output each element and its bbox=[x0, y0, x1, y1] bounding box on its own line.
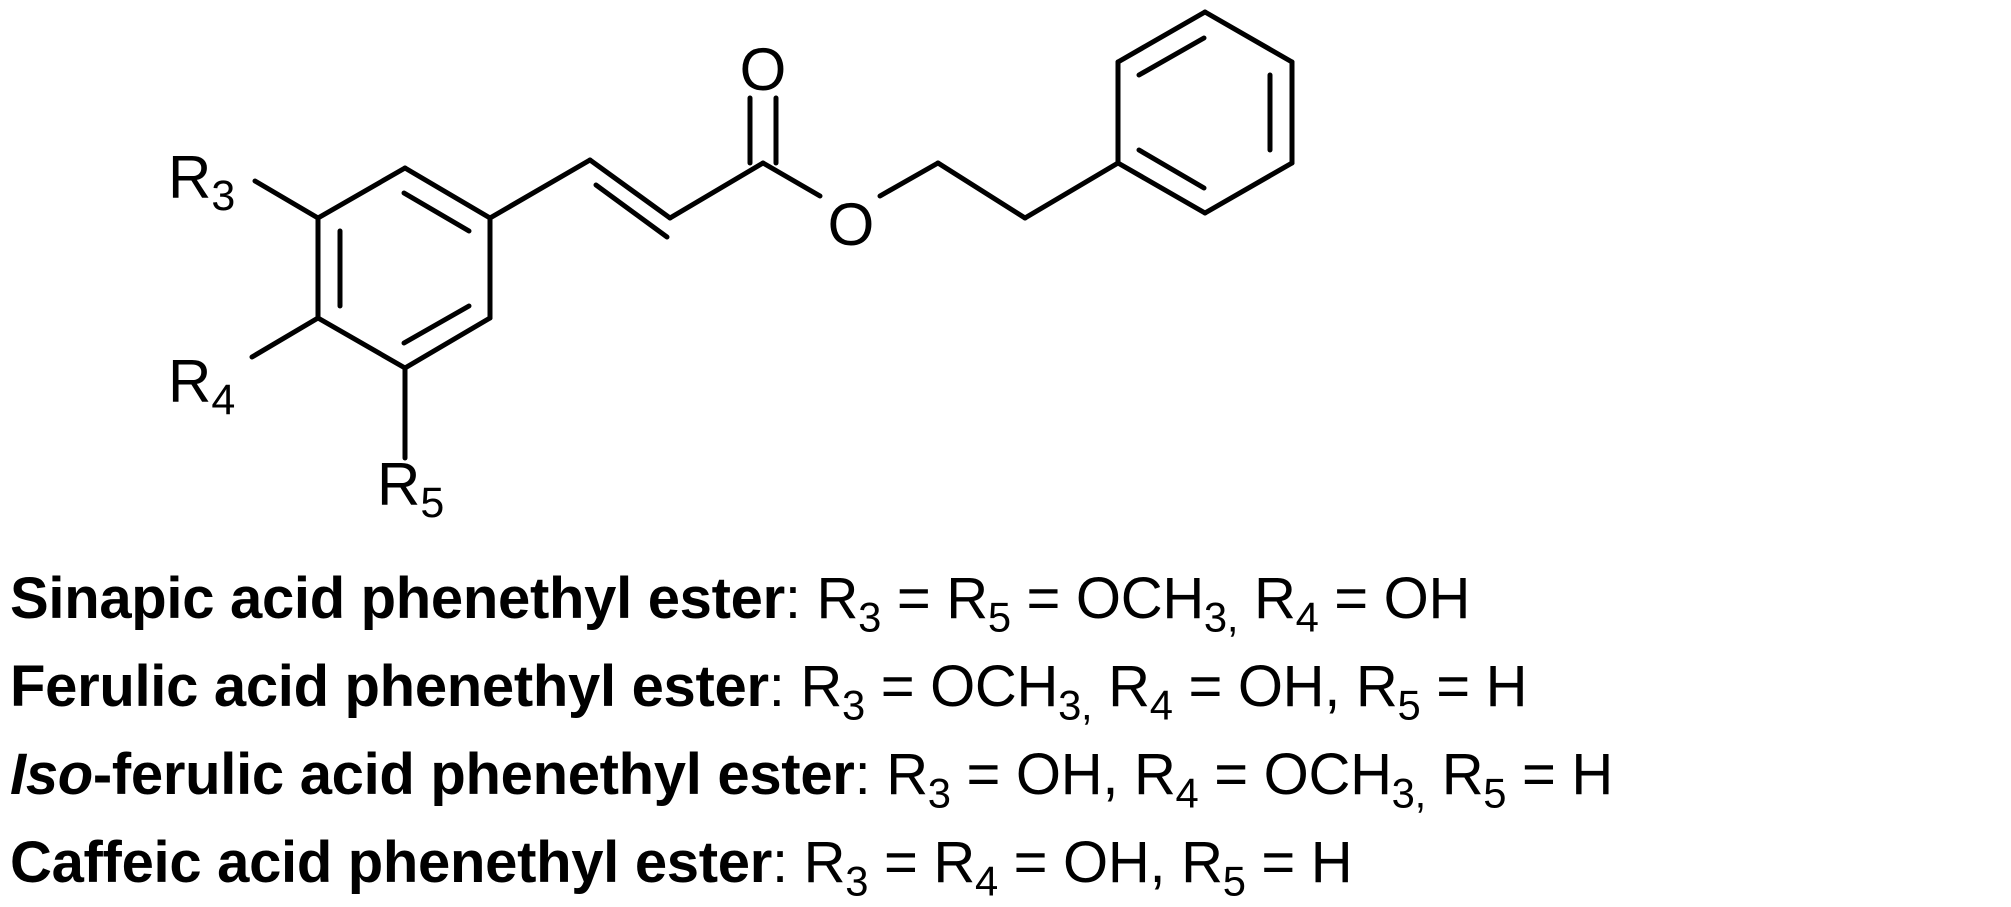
bonds bbox=[249, 9, 1295, 461]
bond-inner bbox=[1136, 147, 1207, 191]
substituent-text: R bbox=[1238, 566, 1296, 631]
bond bbox=[402, 165, 493, 221]
r5-subscript: 5 bbox=[420, 479, 444, 527]
subscript: 4 bbox=[974, 857, 998, 905]
colon: : bbox=[768, 654, 785, 719]
substituent-text: = OCH bbox=[1010, 566, 1205, 631]
subscript: 4 bbox=[1175, 769, 1199, 817]
subscript: 3, bbox=[1391, 769, 1427, 817]
compound-name: Caffeic acid phenethyl ester bbox=[10, 830, 772, 895]
label-r5: R5 bbox=[377, 451, 444, 527]
atom-o-ester: O bbox=[828, 191, 875, 258]
legend-line-iso-ferulic: Iso-ferulic acid phenethyl ester: R3 = O… bbox=[10, 731, 2005, 819]
subscript: 3 bbox=[841, 681, 865, 729]
r4-base: R bbox=[168, 348, 211, 415]
compound-name: Iso-ferulic acid phenethyl ester bbox=[10, 742, 855, 807]
substituent-text: R bbox=[1092, 654, 1150, 719]
subscript: 5 bbox=[987, 593, 1011, 641]
bond bbox=[315, 165, 408, 221]
r5-base: R bbox=[377, 451, 420, 518]
subscript: 5 bbox=[1222, 857, 1246, 905]
substituent-text: R bbox=[870, 742, 928, 807]
bond bbox=[1202, 9, 1295, 65]
subscript: 3, bbox=[1203, 593, 1239, 641]
colon: : bbox=[771, 830, 788, 895]
bond-inner bbox=[401, 303, 472, 346]
bond bbox=[402, 315, 493, 371]
substituent-text: = OCH bbox=[864, 654, 1059, 719]
substituent-text: = H bbox=[1420, 654, 1528, 719]
substituent-text: R bbox=[787, 830, 846, 895]
subscript: 5 bbox=[1397, 681, 1421, 729]
bond bbox=[1115, 160, 1208, 216]
subscript: 3 bbox=[927, 769, 951, 817]
bond bbox=[487, 157, 593, 221]
bond bbox=[315, 315, 408, 371]
subscript: 4 bbox=[1149, 681, 1173, 729]
legend-line-sinapic: Sinapic acid phenethyl ester: R3 = R5 = … bbox=[10, 555, 2005, 643]
substituent-text: = H bbox=[1245, 830, 1353, 895]
substituent-text: R bbox=[1425, 742, 1484, 807]
compound-name: Sinapic acid phenethyl ester bbox=[10, 566, 785, 631]
substituent-text: = OH, R bbox=[1172, 654, 1398, 719]
subscript: 3 bbox=[845, 857, 869, 905]
label-r3: R3 bbox=[168, 144, 235, 220]
substituent-text: = OH bbox=[1318, 566, 1471, 631]
compound-name-rest: -ferulic acid phenethyl ester bbox=[92, 742, 855, 807]
bond bbox=[1115, 9, 1208, 65]
bond bbox=[1022, 160, 1121, 221]
subscript: 3, bbox=[1058, 681, 1093, 729]
colon: : bbox=[854, 742, 871, 807]
r4-subscript: 4 bbox=[211, 376, 235, 424]
substituent-text: = R bbox=[868, 830, 975, 895]
bond bbox=[667, 160, 766, 221]
bond bbox=[877, 160, 941, 199]
bond-inner bbox=[1136, 35, 1207, 78]
atom-o-carbonyl: O bbox=[740, 36, 787, 103]
bond bbox=[587, 157, 673, 221]
bond bbox=[760, 160, 823, 199]
legend-line-caffeic: Caffeic acid phenethyl ester: R3 = R4 = … bbox=[10, 819, 2005, 907]
substituent-text: R bbox=[800, 566, 859, 631]
colon: : bbox=[784, 566, 801, 631]
bond-r4 bbox=[249, 315, 321, 360]
label-r4: R4 bbox=[168, 348, 235, 424]
substituent-text: = R bbox=[881, 566, 988, 631]
r3-subscript: 3 bbox=[211, 172, 235, 220]
bond-double bbox=[593, 182, 670, 240]
substituent-text: R bbox=[784, 654, 842, 719]
subscript: 3 bbox=[858, 593, 882, 641]
substituent-text: = OCH bbox=[1198, 742, 1392, 807]
compound-legend: Sinapic acid phenethyl ester: R3 = R5 = … bbox=[10, 555, 2005, 907]
subscript: 5 bbox=[1483, 769, 1507, 817]
bond-r3 bbox=[252, 178, 321, 221]
bond-inner bbox=[401, 190, 472, 234]
compound-name-italic: Iso bbox=[10, 742, 93, 807]
r3-base: R bbox=[168, 144, 211, 211]
legend-line-ferulic: Ferulic acid phenethyl ester: R3 = OCH3,… bbox=[10, 643, 2005, 731]
compound-name: Ferulic acid phenethyl ester bbox=[10, 654, 769, 719]
substituent-text: = OH, R bbox=[950, 742, 1176, 807]
subscript: 4 bbox=[1295, 593, 1319, 641]
bond bbox=[935, 160, 1028, 221]
bond bbox=[1202, 160, 1295, 216]
substituent-text: = OH, R bbox=[997, 830, 1223, 895]
substituent-text: = H bbox=[1506, 742, 1614, 807]
